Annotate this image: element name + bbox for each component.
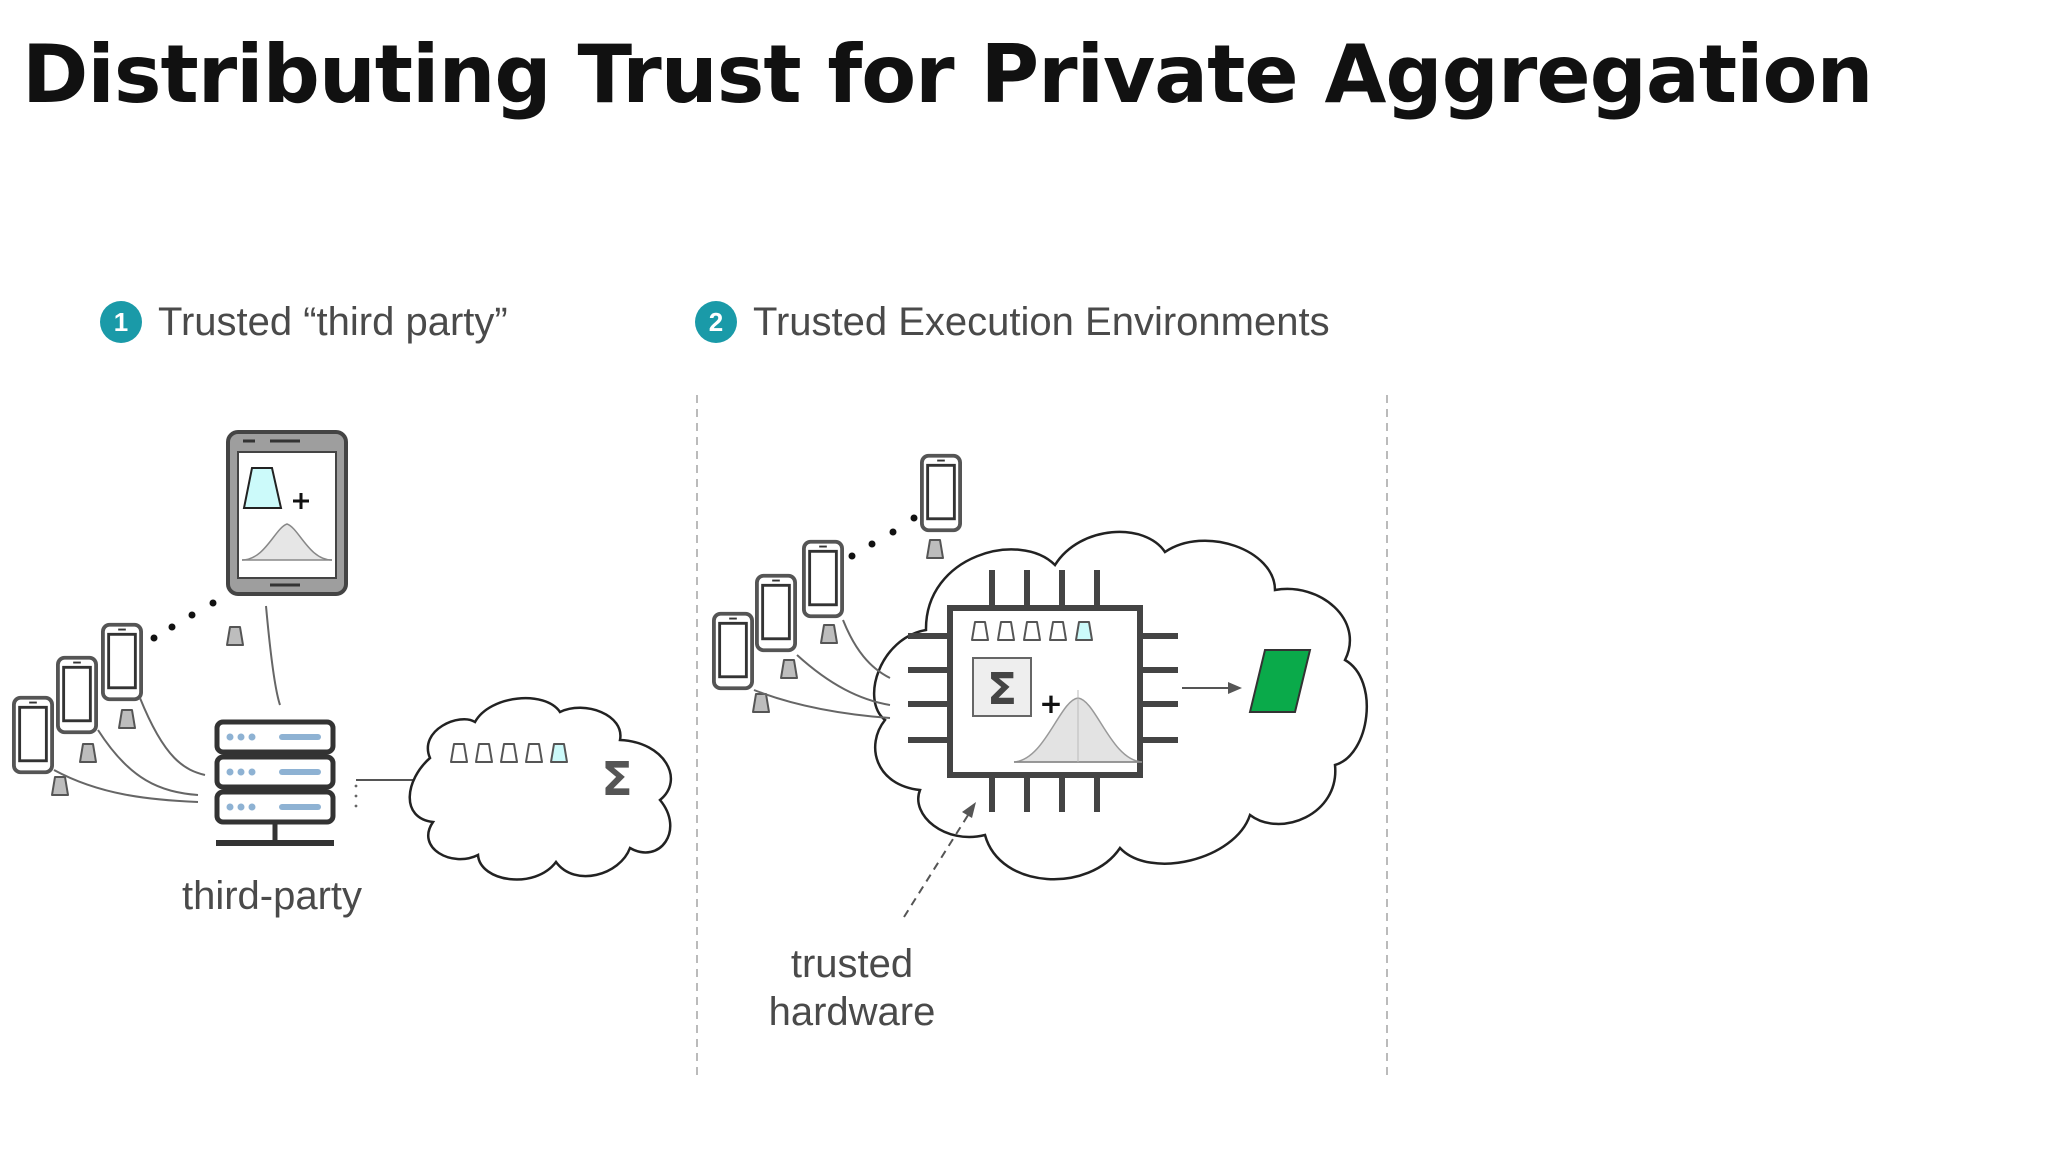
update-icon bbox=[971, 621, 989, 641]
phone-icon bbox=[12, 695, 54, 775]
update-icon bbox=[997, 621, 1015, 641]
section-2-badge: 2 bbox=[695, 301, 737, 343]
update-icon bbox=[780, 659, 798, 679]
update-icon bbox=[475, 743, 493, 763]
tablet-icon bbox=[226, 430, 348, 596]
phone-icon bbox=[56, 655, 98, 735]
phone-icon bbox=[712, 611, 754, 691]
update-icon bbox=[51, 776, 69, 796]
trusted-hardware-label-line2: hardware bbox=[768, 990, 936, 1034]
pointer-arrow bbox=[903, 811, 971, 918]
result-icon bbox=[1248, 649, 1312, 713]
dots bbox=[150, 599, 217, 642]
section-1-badge: 1 bbox=[100, 301, 142, 343]
update-icon bbox=[450, 743, 468, 763]
page-title: Distributing Trust for Private Aggregati… bbox=[22, 28, 1873, 121]
update-icon bbox=[752, 693, 770, 713]
update-icon bbox=[926, 539, 944, 559]
left-links bbox=[53, 605, 281, 803]
update-icon bbox=[226, 626, 244, 646]
phone-icon bbox=[920, 453, 962, 533]
gaussian-icon bbox=[1013, 690, 1143, 763]
right-phones bbox=[712, 453, 962, 713]
trusted-hardware-label-line1: trusted bbox=[790, 942, 914, 986]
section-2-label: Trusted Execution Environments bbox=[753, 299, 1330, 344]
dots bbox=[848, 514, 918, 560]
right-links bbox=[753, 619, 891, 719]
phone-icon bbox=[802, 539, 844, 619]
plus-icon: + bbox=[1039, 687, 1062, 720]
update-icon bbox=[500, 743, 518, 763]
section-1-label: Trusted “third party” bbox=[158, 299, 508, 344]
sum-box bbox=[972, 657, 1032, 717]
update-icon bbox=[1049, 621, 1067, 641]
update-icon bbox=[118, 709, 136, 729]
chip-icon: Σ + bbox=[908, 570, 1178, 812]
left-phones bbox=[12, 599, 244, 796]
third-party-label: third-party bbox=[181, 874, 363, 918]
update-icon bbox=[525, 743, 543, 763]
section-1-heading: 1 Trusted “third party” bbox=[100, 298, 508, 346]
section-2-heading: 2 Trusted Execution Environments bbox=[695, 298, 1330, 346]
update-icon bbox=[79, 743, 97, 763]
phone-icon bbox=[755, 573, 797, 653]
sum-icon: Σ bbox=[987, 664, 1017, 715]
phone-icon bbox=[101, 622, 143, 702]
cloud-icon bbox=[408, 697, 673, 881]
update-icon bbox=[1023, 621, 1041, 641]
update-icon bbox=[550, 743, 568, 763]
update-icon bbox=[820, 624, 838, 644]
sum-icon: Σ bbox=[601, 752, 632, 806]
update-icon bbox=[1075, 621, 1093, 641]
server-icon bbox=[214, 719, 336, 846]
